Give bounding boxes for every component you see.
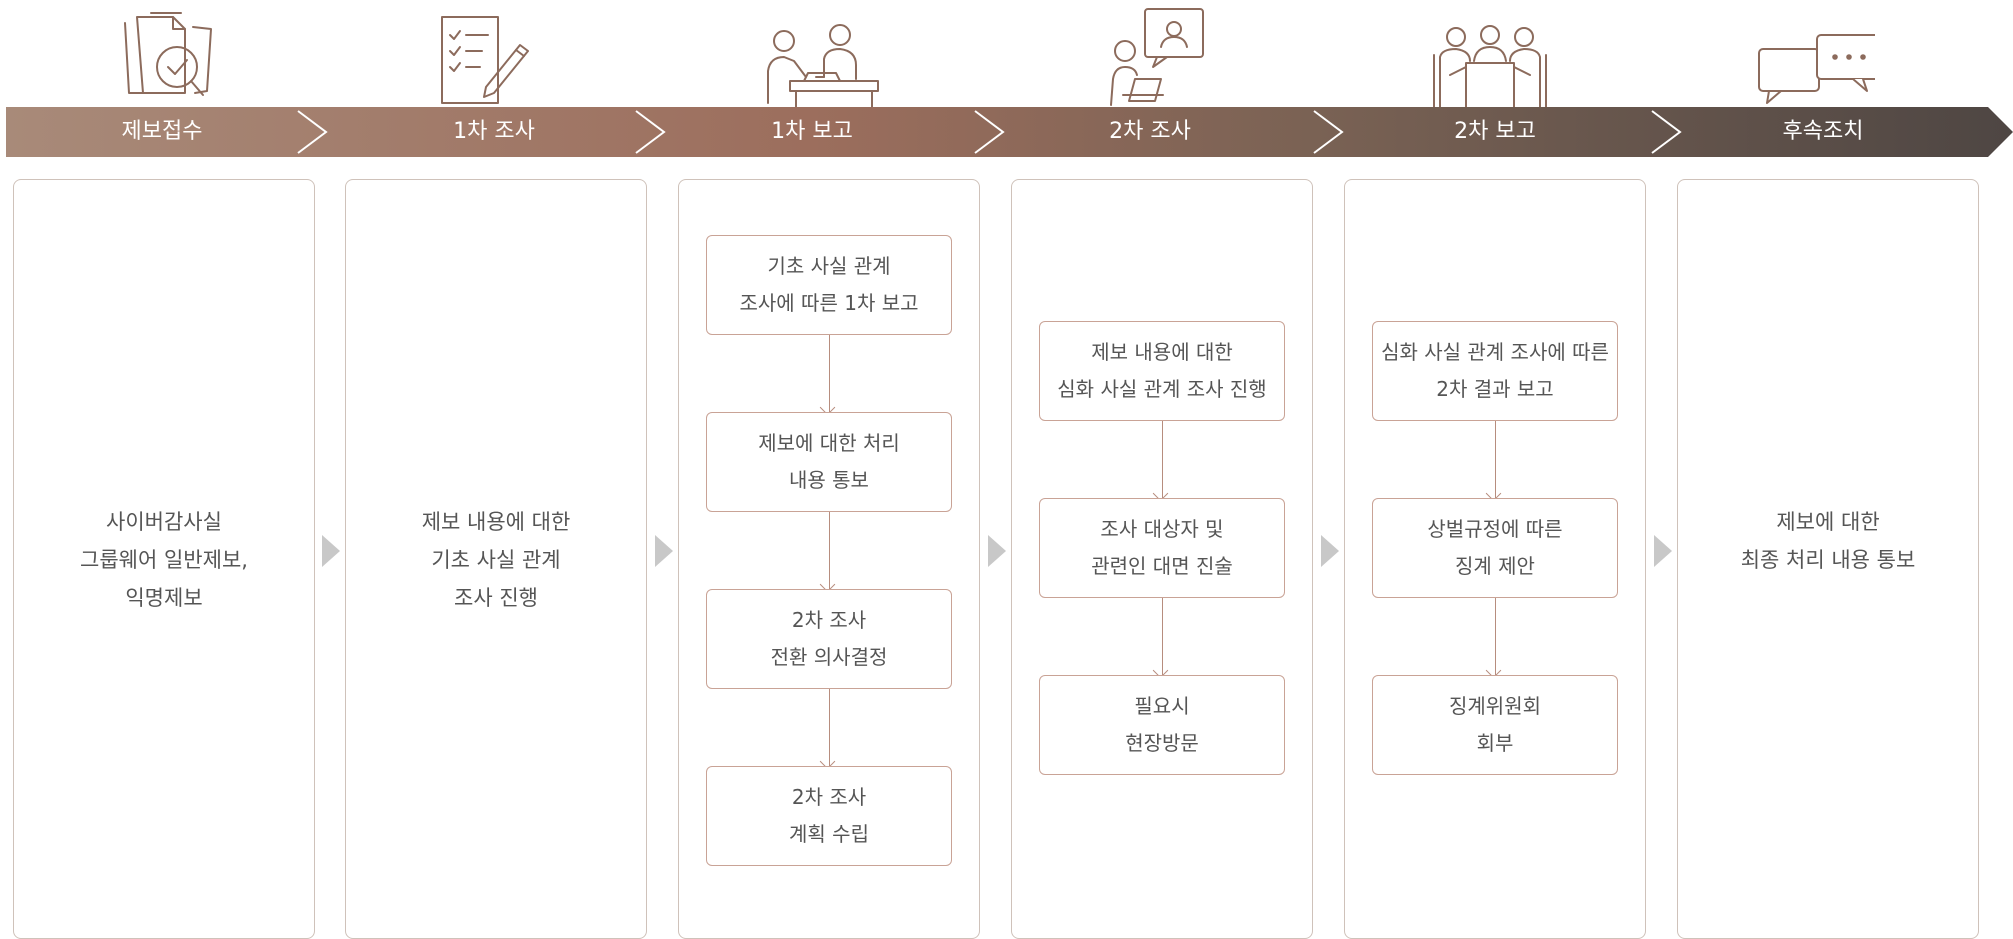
process-banner: [6, 107, 2013, 157]
stage-column-2: 제보 내용에 대한 기초 사실 관계 조사 진행: [345, 179, 647, 939]
separator-arrow-4: [1321, 535, 1339, 567]
stage-label-1: 제보접수: [121, 119, 203, 144]
flow-arrow: [1162, 598, 1163, 675]
process-box: 심화 사실 관계 조사에 따른 2차 결과 보고: [1372, 321, 1618, 421]
checklist-pencil-icon: [430, 5, 550, 109]
flow-arrow: [829, 512, 830, 589]
stage-column-4: 제보 내용에 대한 심화 사실 관계 조사 진행 조사 대상자 및 관련인 대면…: [1011, 179, 1313, 939]
flow-arrow: [829, 335, 830, 412]
stage-label-4: 2차 조사: [1109, 119, 1191, 144]
stage-label-2: 1차 조사: [453, 119, 535, 144]
separator-arrow-1: [322, 535, 340, 567]
interview-clipboard-icon: [1095, 5, 1215, 109]
process-box: 2차 조사 전환 의사결정: [706, 589, 952, 689]
stage-column-6: 제보에 대한 최종 처리 내용 통보: [1677, 179, 1979, 939]
process-box: 기초 사실 관계 조사에 따른 1차 보고: [706, 235, 952, 335]
process-box: 필요시 현장방문: [1039, 675, 1285, 775]
process-box: 제보에 대한 처리 내용 통보: [706, 412, 952, 512]
process-box: 조사 대상자 및 관련인 대면 진술: [1039, 498, 1285, 598]
documents-magnifier-check-icon: [115, 5, 235, 109]
stage-label-6: 후속조치: [1782, 119, 1864, 144]
stage-column-5: 심화 사실 관계 조사에 따른 2차 결과 보고 상벌규정에 따른 징계 제안 …: [1344, 179, 1646, 939]
conference-table-icon: [1430, 5, 1550, 110]
flow-arrow: [1495, 598, 1496, 675]
process-box: 2차 조사 계획 수립: [706, 766, 952, 866]
flow-arrow: [1495, 421, 1496, 498]
column-description: 제보에 대한 최종 처리 내용 통보: [1740, 510, 1916, 572]
separator-arrow-2: [655, 535, 673, 567]
stage-label-3: 1차 보고: [771, 119, 853, 144]
column-description: 사이버감사실 그룹웨어 일반제보, 익명제보: [80, 510, 248, 610]
separator-arrow-5: [1654, 535, 1672, 567]
flow-arrow: [829, 689, 830, 766]
stage-column-3: 기초 사실 관계 조사에 따른 1차 보고 제보에 대한 처리 내용 통보 2차…: [678, 179, 980, 939]
process-box: 징계위원회 회부: [1372, 675, 1618, 775]
chat-bubbles-icon: [1755, 5, 1882, 109]
process-box: 제보 내용에 대한 심화 사실 관계 조사 진행: [1039, 321, 1285, 421]
column-description: 제보 내용에 대한 기초 사실 관계 조사 진행: [421, 510, 571, 610]
separator-arrow-3: [988, 535, 1006, 567]
flow-arrow: [1162, 421, 1163, 498]
stage-column-1: 사이버감사실 그룹웨어 일반제보, 익명제보: [13, 179, 315, 939]
stage-label-5: 2차 보고: [1454, 119, 1536, 144]
meeting-desk-icon: [760, 5, 880, 109]
process-box: 상벌규정에 따른 징계 제안: [1372, 498, 1618, 598]
